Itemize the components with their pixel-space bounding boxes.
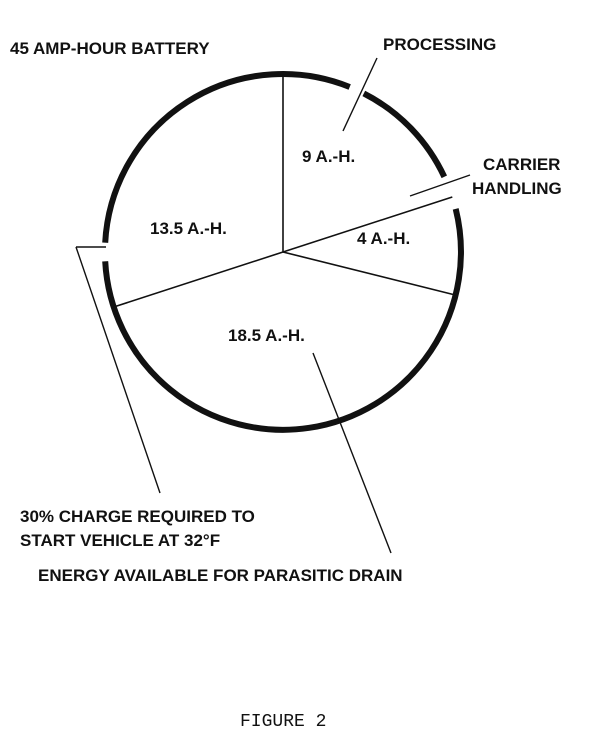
leader-processing: [342, 57, 378, 132]
leader-charge: [75, 246, 161, 494]
callout-carrier-line1: CARRIER: [483, 155, 560, 174]
slice-dividers: [113, 74, 456, 308]
ring-arc-segment: [362, 90, 448, 179]
figure-caption: FIGURE 2: [240, 712, 326, 732]
callout-charge-line2: START VEHICLE AT 32°F: [20, 531, 220, 550]
callout-parasitic: ENERGY AVAILABLE FOR PARASITIC DRAIN: [38, 566, 403, 585]
callout-carrier-line2: HANDLING: [472, 179, 562, 198]
slice-label-processing: 9 A.-H.: [302, 147, 355, 166]
chart-title: 45 AMP-HOUR BATTERY: [10, 39, 210, 58]
slice-divider: [282, 251, 456, 296]
slice-label-carrier: 4 A.-H.: [357, 229, 410, 248]
callout-charge-line1: 30% CHARGE REQUIRED TO: [20, 507, 255, 526]
callout-leaders: [75, 57, 471, 554]
ring-arc-segment: [102, 71, 351, 243]
callout-processing: PROCESSING: [383, 35, 496, 54]
slice-label-parasitic: 18.5 A.-H.: [228, 326, 305, 345]
ring-arc-segment: [102, 208, 464, 433]
leader-carrier: [409, 174, 471, 197]
slice-divider: [282, 196, 453, 253]
leader-parasitic: [312, 352, 392, 554]
slice-divider: [113, 251, 284, 308]
outer-ring: [102, 71, 464, 433]
slice-label-charge: 13.5 A.-H.: [150, 219, 227, 238]
